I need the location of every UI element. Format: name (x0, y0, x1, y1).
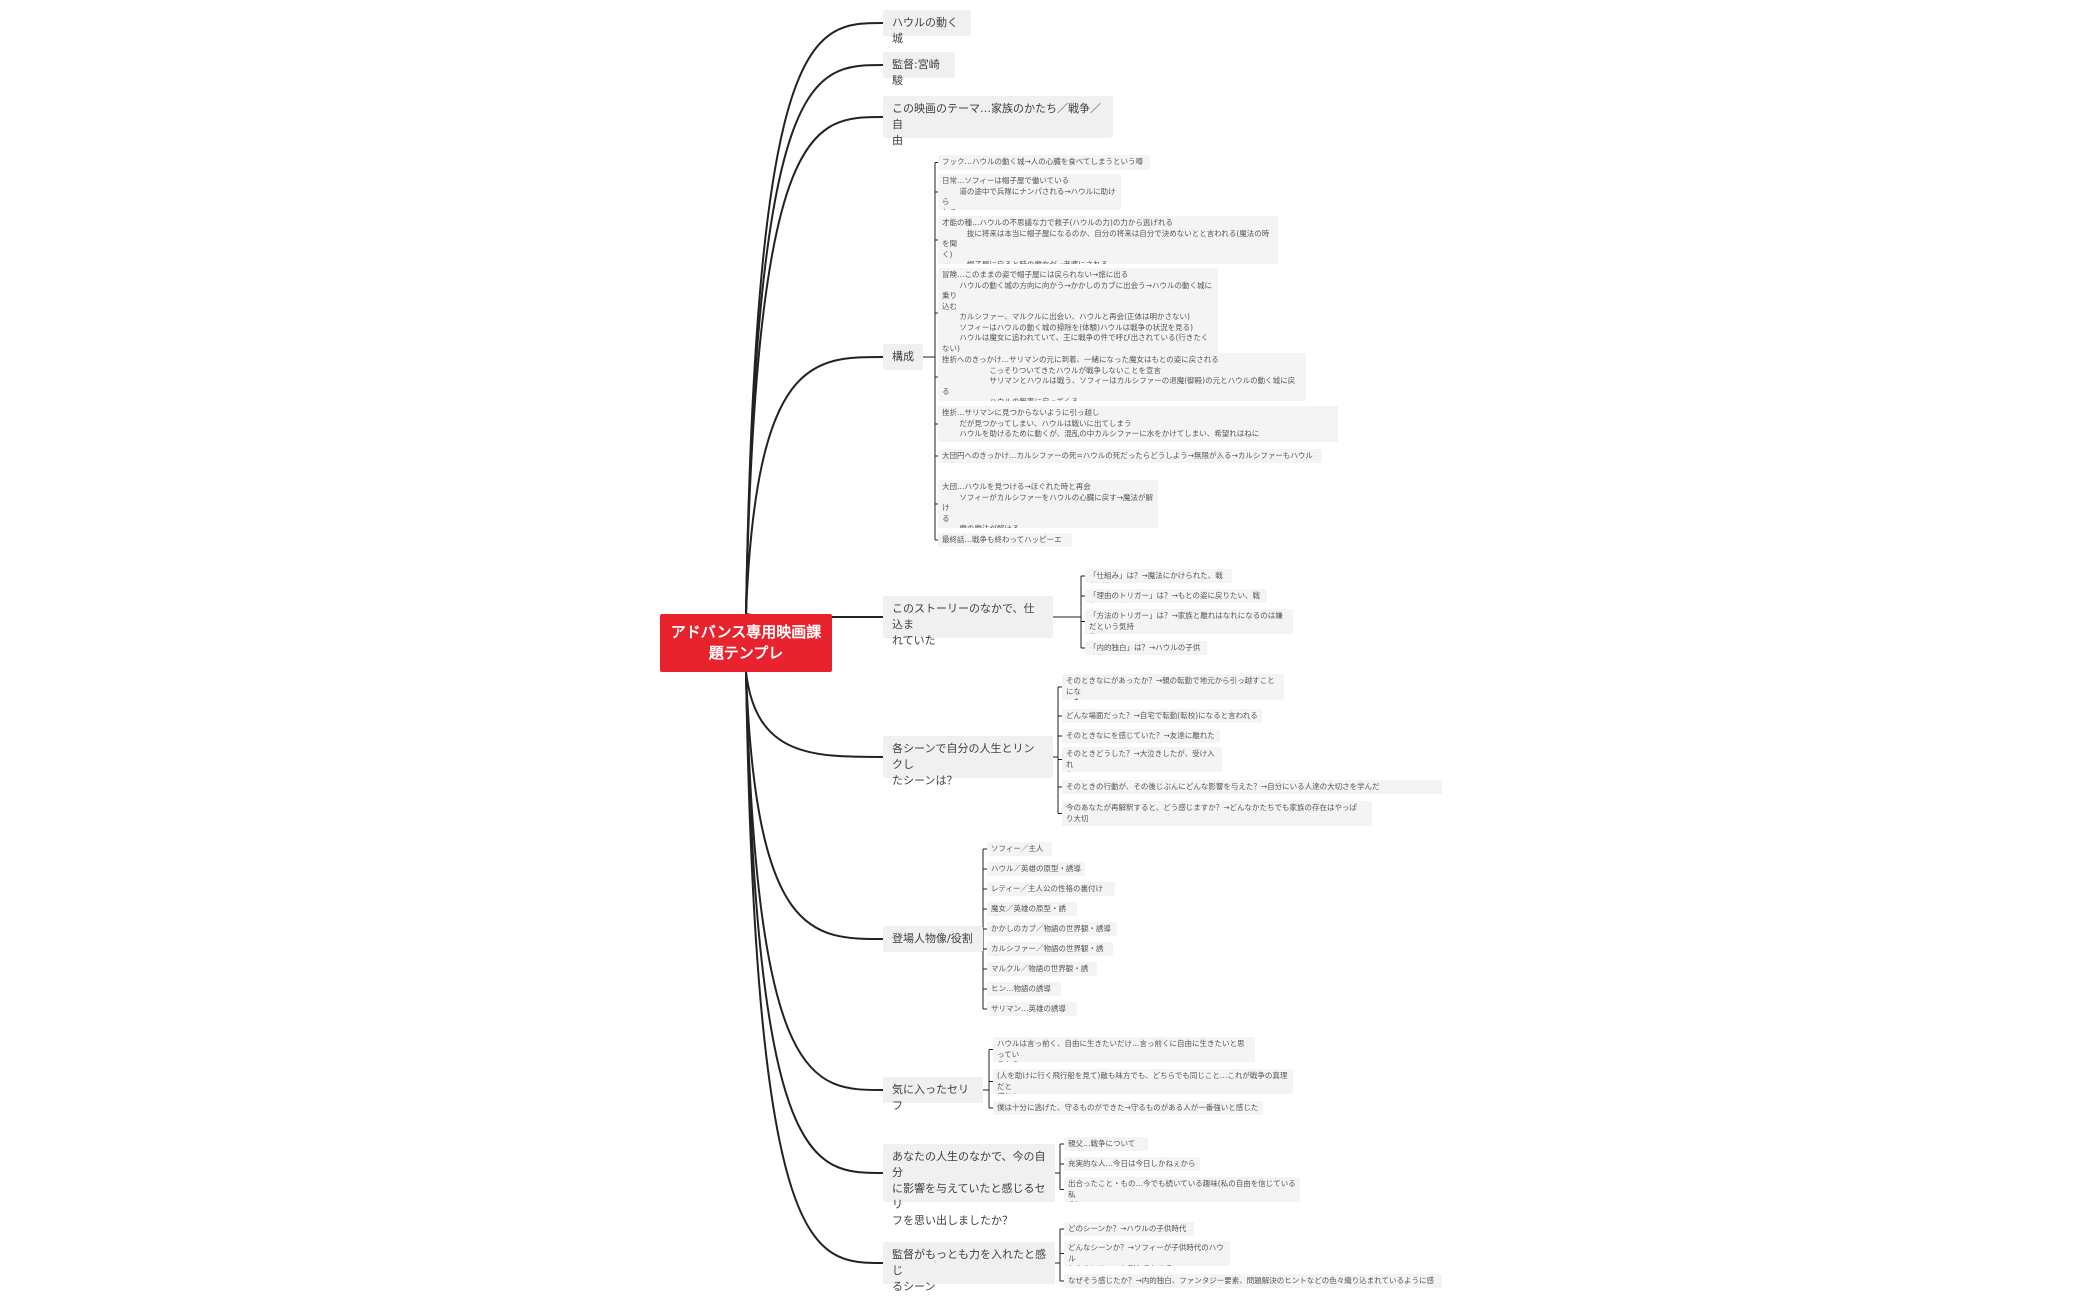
leaf-topic[interactable]: レティー／主人公の性格の裏付け (987, 882, 1115, 896)
connector-line (745, 22, 884, 615)
leaf-topic[interactable]: 「仕組み」は？→魔法にかけられた、戦争が始まった (1085, 569, 1232, 583)
leaf-topic[interactable]: そのときなにを感じていた？→友達に離れたった (1062, 729, 1220, 743)
leaf-topic[interactable]: なぜそう感じたか？→内的独白、ファンタジー要素、問題解決のヒントなどの色々織り込… (1064, 1274, 1442, 1288)
leaf-topic[interactable]: 充実的な人…今日は今日しかねぇからな (1064, 1157, 1200, 1171)
connector-line (745, 671, 884, 940)
leaf-topic[interactable]: 大団…ハウルを見つける→ほぐれた時と再会 ソフィーがカルシファーをハウルの心臓に… (938, 480, 1158, 528)
branch-linked-scenes[interactable]: 各シーンで自分の人生とリンクし たシーンは？ (883, 736, 1053, 787)
connector-line (745, 64, 884, 615)
leaf-topic[interactable]: 親父…戦争について (1064, 1137, 1148, 1151)
leaf-topic[interactable]: ソフィー／主人公 (987, 842, 1052, 856)
branch-structure[interactable]: 構成 (883, 344, 923, 370)
leaf-topic[interactable]: (人を助けに行く飛行船を見て)敵も味方でも、どちらでも同じこと…これが戦争の真理… (993, 1069, 1293, 1094)
leaf-topic[interactable]: 最終話…戦争も終わってハッピーエンド (938, 533, 1072, 547)
branch-theme[interactable]: この映画のテーマ…家族のかたち／戦争／自 由 (883, 96, 1113, 147)
leaf-topic[interactable]: 日常…ソフィーは帽子屋で働いている 道の途中で兵隊にナンパされる→ハウルに助けら… (938, 174, 1121, 210)
leaf-topic[interactable]: 出合ったこと・もの…今でも続いている趣味(私の自由を信じている私 の) (1064, 1177, 1300, 1202)
leaf-topic[interactable]: カルシファー／物語の世界観・誘導 (987, 942, 1113, 956)
leaf-topic[interactable]: そのときの行動が、その後じぶんにどんな影響を与えた？→自分にいる人達の大切さを学… (1062, 780, 1442, 794)
leaf-topic[interactable]: 魔女／英雄の原型・誘導 (987, 902, 1077, 916)
leaf-topic[interactable]: ハウル／英雄の原型・誘導 (987, 862, 1085, 876)
branch-life-influence[interactable]: あなたの人生のなかで、今の自分 に影響を与えていたと感じるセリ フを思い出しまし… (883, 1144, 1055, 1227)
leaf-topic[interactable]: どんな場面だった？→自宅で転勤(転校)になると言われる (1062, 709, 1262, 723)
branch-setup[interactable]: このストーリーのなかで、仕込ま れていた (883, 596, 1053, 647)
leaf-topic[interactable]: 大団円へのきっかけ…カルシファーの死=ハウルの死だったらどうしよう→無限が入る→… (938, 449, 1322, 463)
leaf-topic[interactable]: 「内的独白」は？→ハウルの子供時代 (1085, 641, 1207, 655)
branch-characters[interactable]: 登場人物像/役割 (883, 926, 983, 952)
connector-line (745, 356, 884, 615)
leaf-topic[interactable]: サリマン…英雄の誘導 (987, 1002, 1077, 1016)
leaf-topic[interactable]: ヒン…物語の誘導 (987, 982, 1061, 996)
connector-line (745, 671, 884, 1091)
connector-line (745, 671, 884, 1174)
leaf-topic[interactable]: そのときなにがあったか？→親の転勤で地元から引っ越すことにな った (1062, 674, 1284, 700)
leaf-topic[interactable]: 挫折…サリマンに見つからないように引っ越し だが見つかってしまい、ハウルは戦いに… (938, 406, 1338, 442)
leaf-topic[interactable]: ハウルは言っ前く、自由に生きたいだけ…言っ前くに自由に生きたいと思ってい るから (993, 1037, 1255, 1062)
leaf-topic[interactable]: かかしのカブ／物語の世界観・誘導 (987, 922, 1117, 936)
leaf-topic[interactable]: 冒険…このままの姿で帽子屋には戻られない→旅に出る ハウルの動く城の方向に向かう… (938, 268, 1218, 358)
leaf-topic[interactable]: 才能の種…ハウルの不思議な力で救子(ハウルの力)の力から逃げれる 抜に将来は本当… (938, 216, 1278, 264)
leaf-topic[interactable]: 「理由のトリガー」は？→もとの姿に戻りたい、戦争したくない (1085, 589, 1267, 603)
leaf-topic[interactable]: 「方法のトリガー」は？→家族と離れはなれになるのは嫌だという気持 ち (1085, 609, 1293, 634)
connector-line (745, 116, 884, 615)
branch-favorite-lines[interactable]: 気に入ったセリフ (883, 1077, 983, 1112)
branch-director-focus[interactable]: 監督がもっとも力を入れたと感じ るシーン (883, 1242, 1055, 1293)
leaf-topic[interactable]: どんなシーンか？→ソフィーが子供時代のハウル とカルシファーと別れるところ (1064, 1241, 1230, 1266)
leaf-topic[interactable]: そのときどうした？→大泣きしたが、受け入れ た (1062, 747, 1222, 772)
branch-title[interactable]: ハウルの動く城 (883, 10, 971, 45)
connector-line (745, 671, 884, 758)
leaf-topic[interactable]: 今のあなたが再解釈すると、どう感じますか？→どんなかたちでも家族の存在はやっぱ … (1062, 801, 1372, 826)
leaf-topic[interactable]: マルクル／物語の世界観・誘導 (987, 962, 1097, 976)
leaf-topic[interactable]: 僕は十分に逃げた、守るものができた→守るものがある人が一番強いと感じた (993, 1101, 1263, 1115)
connector-line (745, 671, 884, 1264)
leaf-topic[interactable]: 挫折へのきっかけ…サリマンの元に到着、一緒になった魔女はもとの姿に戻される こっ… (938, 353, 1306, 401)
leaf-topic[interactable]: どのシーンか？→ハウルの子供時代 (1064, 1222, 1194, 1236)
root-topic[interactable]: アドバンス専用映画課 題テンプレ (660, 614, 832, 672)
branch-director[interactable]: 監督:宮崎駿 (883, 52, 955, 87)
leaf-topic[interactable]: フック…ハウルの動く城→人の心臓を食べてしまうという噂 (938, 155, 1150, 170)
